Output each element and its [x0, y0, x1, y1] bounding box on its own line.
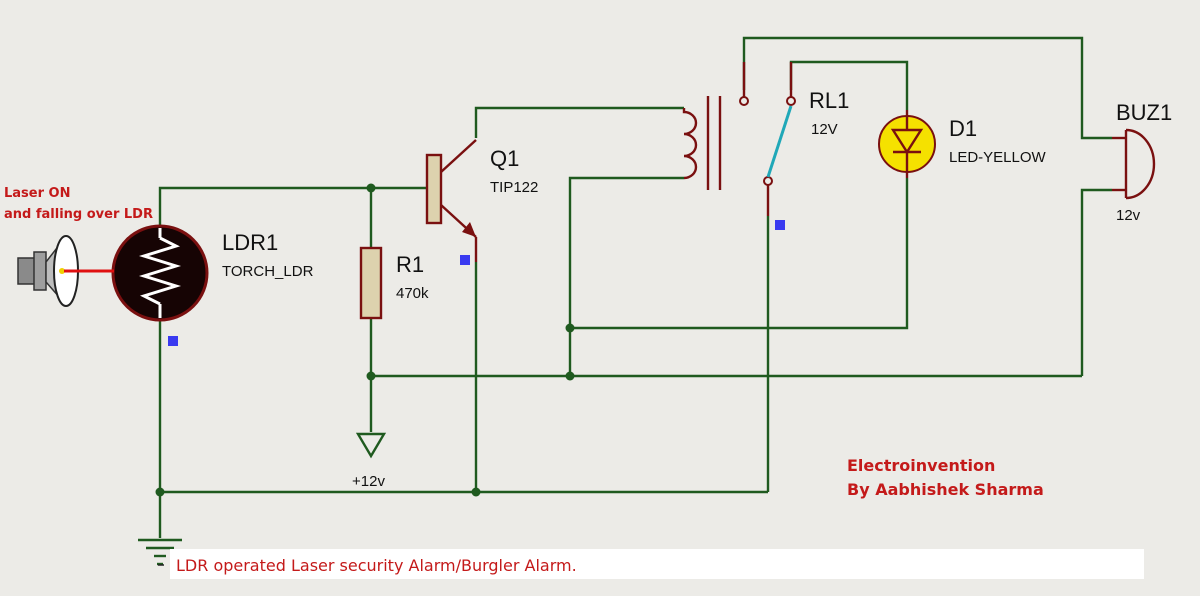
ground-symbol	[138, 538, 182, 566]
resistor-ref: R1	[396, 252, 424, 277]
buzzer-buz1	[1112, 128, 1156, 200]
led-value: LED-YELLOW	[949, 149, 1047, 166]
led-ref: D1	[949, 116, 977, 141]
supply-arrow	[355, 432, 387, 459]
buzzer-ref: BUZ1	[1116, 100, 1172, 125]
resistor-r1	[359, 246, 383, 320]
relay-ref: RL1	[809, 88, 849, 113]
ldr-value: TORCH_LDR	[222, 263, 314, 280]
credit-line2: By Aabhishek Sharma	[847, 480, 1044, 499]
diagram-caption: LDR operated Laser security Alarm/Burgle…	[176, 556, 577, 575]
relay-rl1	[682, 62, 796, 216]
led-d1	[878, 110, 936, 178]
pin-markers	[168, 220, 785, 346]
caption-box	[170, 549, 1144, 579]
transistor-ref: Q1	[490, 146, 519, 171]
ldr-symbol	[111, 224, 209, 322]
buzzer-value: 12v	[1116, 207, 1141, 224]
wires	[158, 36, 1112, 538]
laser-note-line1: Laser ON	[4, 186, 70, 201]
transistor-q1	[425, 139, 478, 262]
laser-note-line2: and falling over LDR	[4, 207, 153, 222]
supply-label: +12v	[352, 473, 385, 490]
resistor-value: 470k	[396, 285, 429, 302]
credit-line1: Electroinvention	[847, 456, 995, 475]
relay-value: 12V	[811, 121, 838, 138]
transistor-value: TIP122	[490, 179, 538, 196]
junction-dots	[155, 183, 575, 497]
ldr-ref: LDR1	[222, 230, 278, 255]
